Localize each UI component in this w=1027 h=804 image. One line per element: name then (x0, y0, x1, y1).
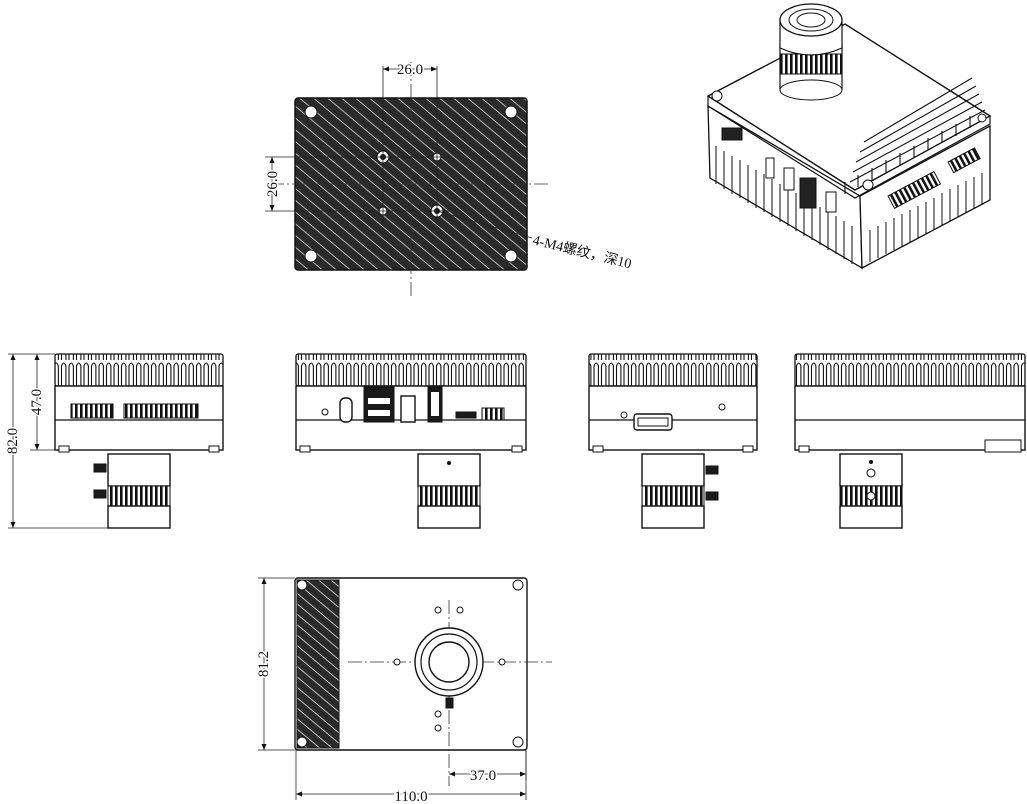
thread-note: 4-M4螺纹，深10 (531, 232, 633, 272)
dim-lens-offset: 37.0 (470, 768, 496, 784)
isometric-view (706, 3, 992, 270)
bottom-view: 81.2 110.0 37.0 (255, 577, 552, 804)
front-view-4 (794, 353, 1026, 529)
corner-hole-bl (304, 249, 318, 263)
top-view: 26.0 26.0 4-M4螺纹，深10 (264, 61, 633, 298)
front-view-3 (588, 353, 758, 529)
front-view-2 (295, 353, 527, 529)
front-view-1: 82.0 47.0 (4, 353, 224, 529)
corner-hole-tr (504, 105, 518, 119)
dim-hole-spacing-x: 26.0 (397, 62, 423, 78)
dim-bottom-depth: 81.2 (256, 651, 272, 677)
corner-hole-br (504, 249, 518, 263)
corner-hole-tl (304, 105, 318, 119)
dim-hole-spacing-y: 26.0 (265, 171, 281, 197)
dim-total-height: 82.0 (5, 428, 21, 454)
dim-bottom-width: 110.0 (394, 789, 427, 804)
dim-body-height: 47.0 (29, 389, 45, 415)
